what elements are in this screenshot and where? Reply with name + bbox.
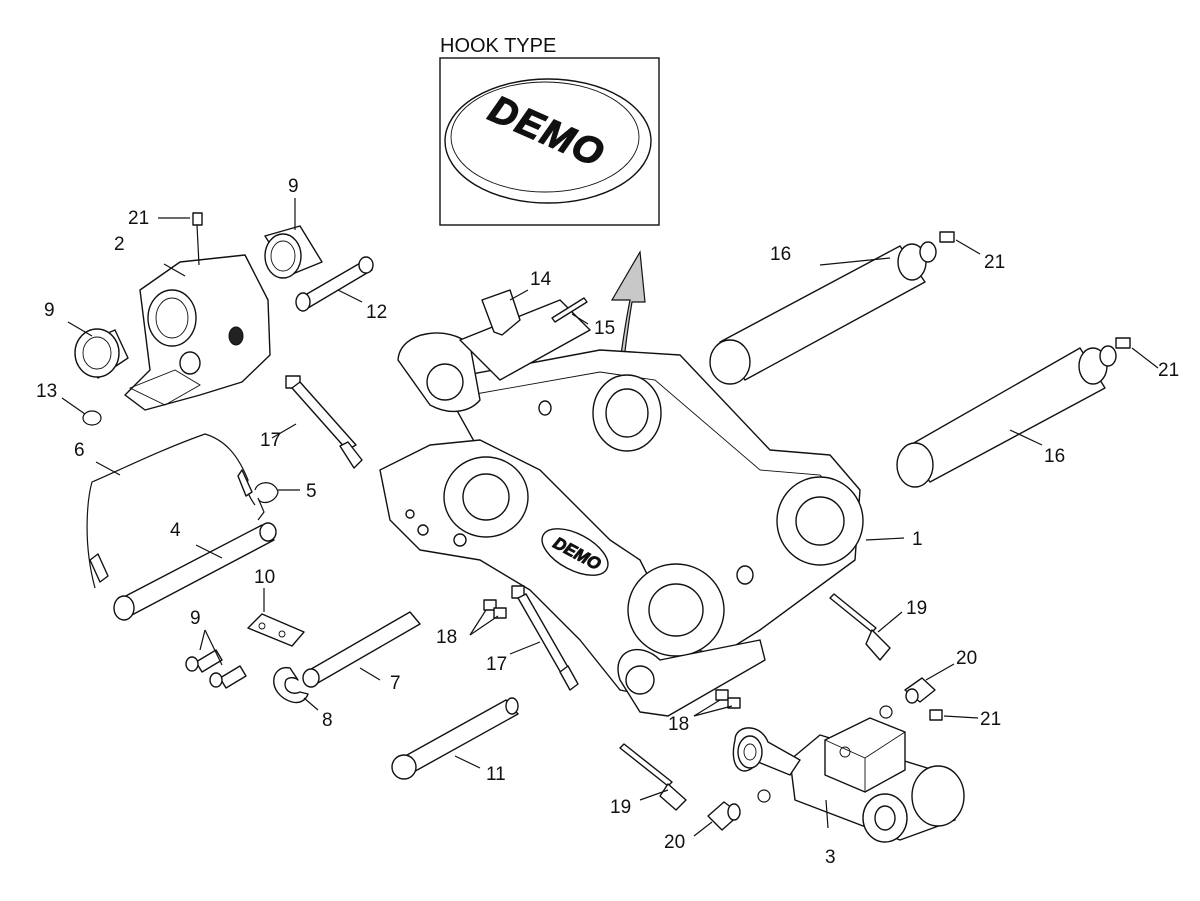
hook-housing-group — [74, 212, 374, 426]
callout-19-lower: 19 — [610, 797, 631, 818]
leader-lines — [61, 198, 1159, 837]
callout-3: 3 — [825, 847, 836, 868]
callout-7: 7 — [390, 673, 401, 694]
callout-16-lower: 16 — [1044, 446, 1065, 467]
pin-4-group — [113, 482, 279, 621]
callout-20-upper: 20 — [956, 648, 977, 669]
roll-pin-15 — [551, 297, 588, 323]
hook-logo-plate-rim — [450, 81, 640, 193]
callout-17-lower: 17 — [486, 654, 507, 675]
callout-20-lower: 20 — [664, 832, 685, 853]
callout-5: 5 — [306, 481, 317, 502]
pin-4 — [117, 524, 275, 617]
bolt-18-lower — [715, 689, 741, 709]
lock-plate-10 — [247, 613, 305, 647]
latch-bracket-14 — [481, 289, 521, 336]
main-frame-1: DEMO — [379, 299, 864, 717]
callout-21-cylinder: 21 — [980, 709, 1001, 730]
callout-17-upper: 17 — [260, 430, 281, 451]
bolt-18-upper — [483, 599, 507, 619]
pin-16-upper — [709, 231, 955, 385]
callout-4: 4 — [170, 520, 181, 541]
o-ring-lower — [757, 789, 771, 803]
hook-logo-plate — [444, 78, 652, 204]
callout-13: 13 — [36, 381, 57, 402]
bolt-17-lower — [511, 585, 579, 691]
bushing-9-left — [74, 328, 120, 378]
callout-14: 14 — [530, 269, 552, 290]
hose-fitting-19-upper — [829, 593, 891, 661]
snap-ring-13 — [82, 410, 102, 426]
pin-7 — [305, 611, 421, 685]
callout-10: 10 — [254, 567, 275, 588]
grease-nipple-21-housing — [192, 212, 203, 226]
callout-12: 12 — [366, 302, 387, 323]
callout-16-upper: 16 — [770, 244, 791, 265]
cable-6 — [86, 433, 256, 589]
hook-type-inset: HOOK TYPE DEMO — [439, 35, 660, 226]
callout-9-bolts: 9 — [190, 608, 201, 629]
callout-9-left: 9 — [44, 300, 55, 321]
elbow-fitting-20-upper — [904, 677, 936, 704]
callout-21-pin-upper: 21 — [984, 252, 1005, 273]
pin-16-lower — [896, 337, 1131, 488]
bolt-17-upper — [285, 375, 363, 469]
inset-title: HOOK TYPE — [440, 35, 556, 57]
callout-18-upper: 18 — [436, 627, 457, 648]
hydraulic-cylinder-3 — [732, 717, 965, 843]
callout-18-lower: 18 — [668, 714, 689, 735]
elbow-fitting-20-lower — [707, 801, 741, 831]
retaining-clip-5 — [254, 482, 279, 521]
bolt-9-b — [209, 665, 247, 689]
callout-21-pin-lower: 21 — [1158, 360, 1179, 381]
callout-labels: 1 2 3 4 5 6 7 8 9 9 9 10 11 12 13 14 15 … — [36, 176, 1179, 868]
bushing-9-top — [264, 233, 302, 279]
callout-21-housing: 21 — [128, 208, 149, 229]
callout-6: 6 — [74, 440, 85, 461]
callout-8: 8 — [322, 710, 333, 731]
o-ring-upper — [879, 705, 893, 719]
c-clip-8 — [273, 667, 309, 704]
callout-1: 1 — [912, 529, 923, 550]
callout-15: 15 — [594, 318, 615, 339]
callout-19-upper: 19 — [906, 598, 927, 619]
callout-11: 11 — [486, 764, 506, 785]
bolt-9-a — [185, 649, 223, 673]
callout-2: 2 — [114, 234, 125, 255]
callout-9-top: 9 — [288, 176, 299, 197]
grease-nipple-21-c — [929, 709, 943, 721]
valve-block — [824, 717, 906, 793]
grease-nipple-21-a — [939, 231, 955, 243]
grease-nipple-21-b — [1115, 337, 1131, 349]
